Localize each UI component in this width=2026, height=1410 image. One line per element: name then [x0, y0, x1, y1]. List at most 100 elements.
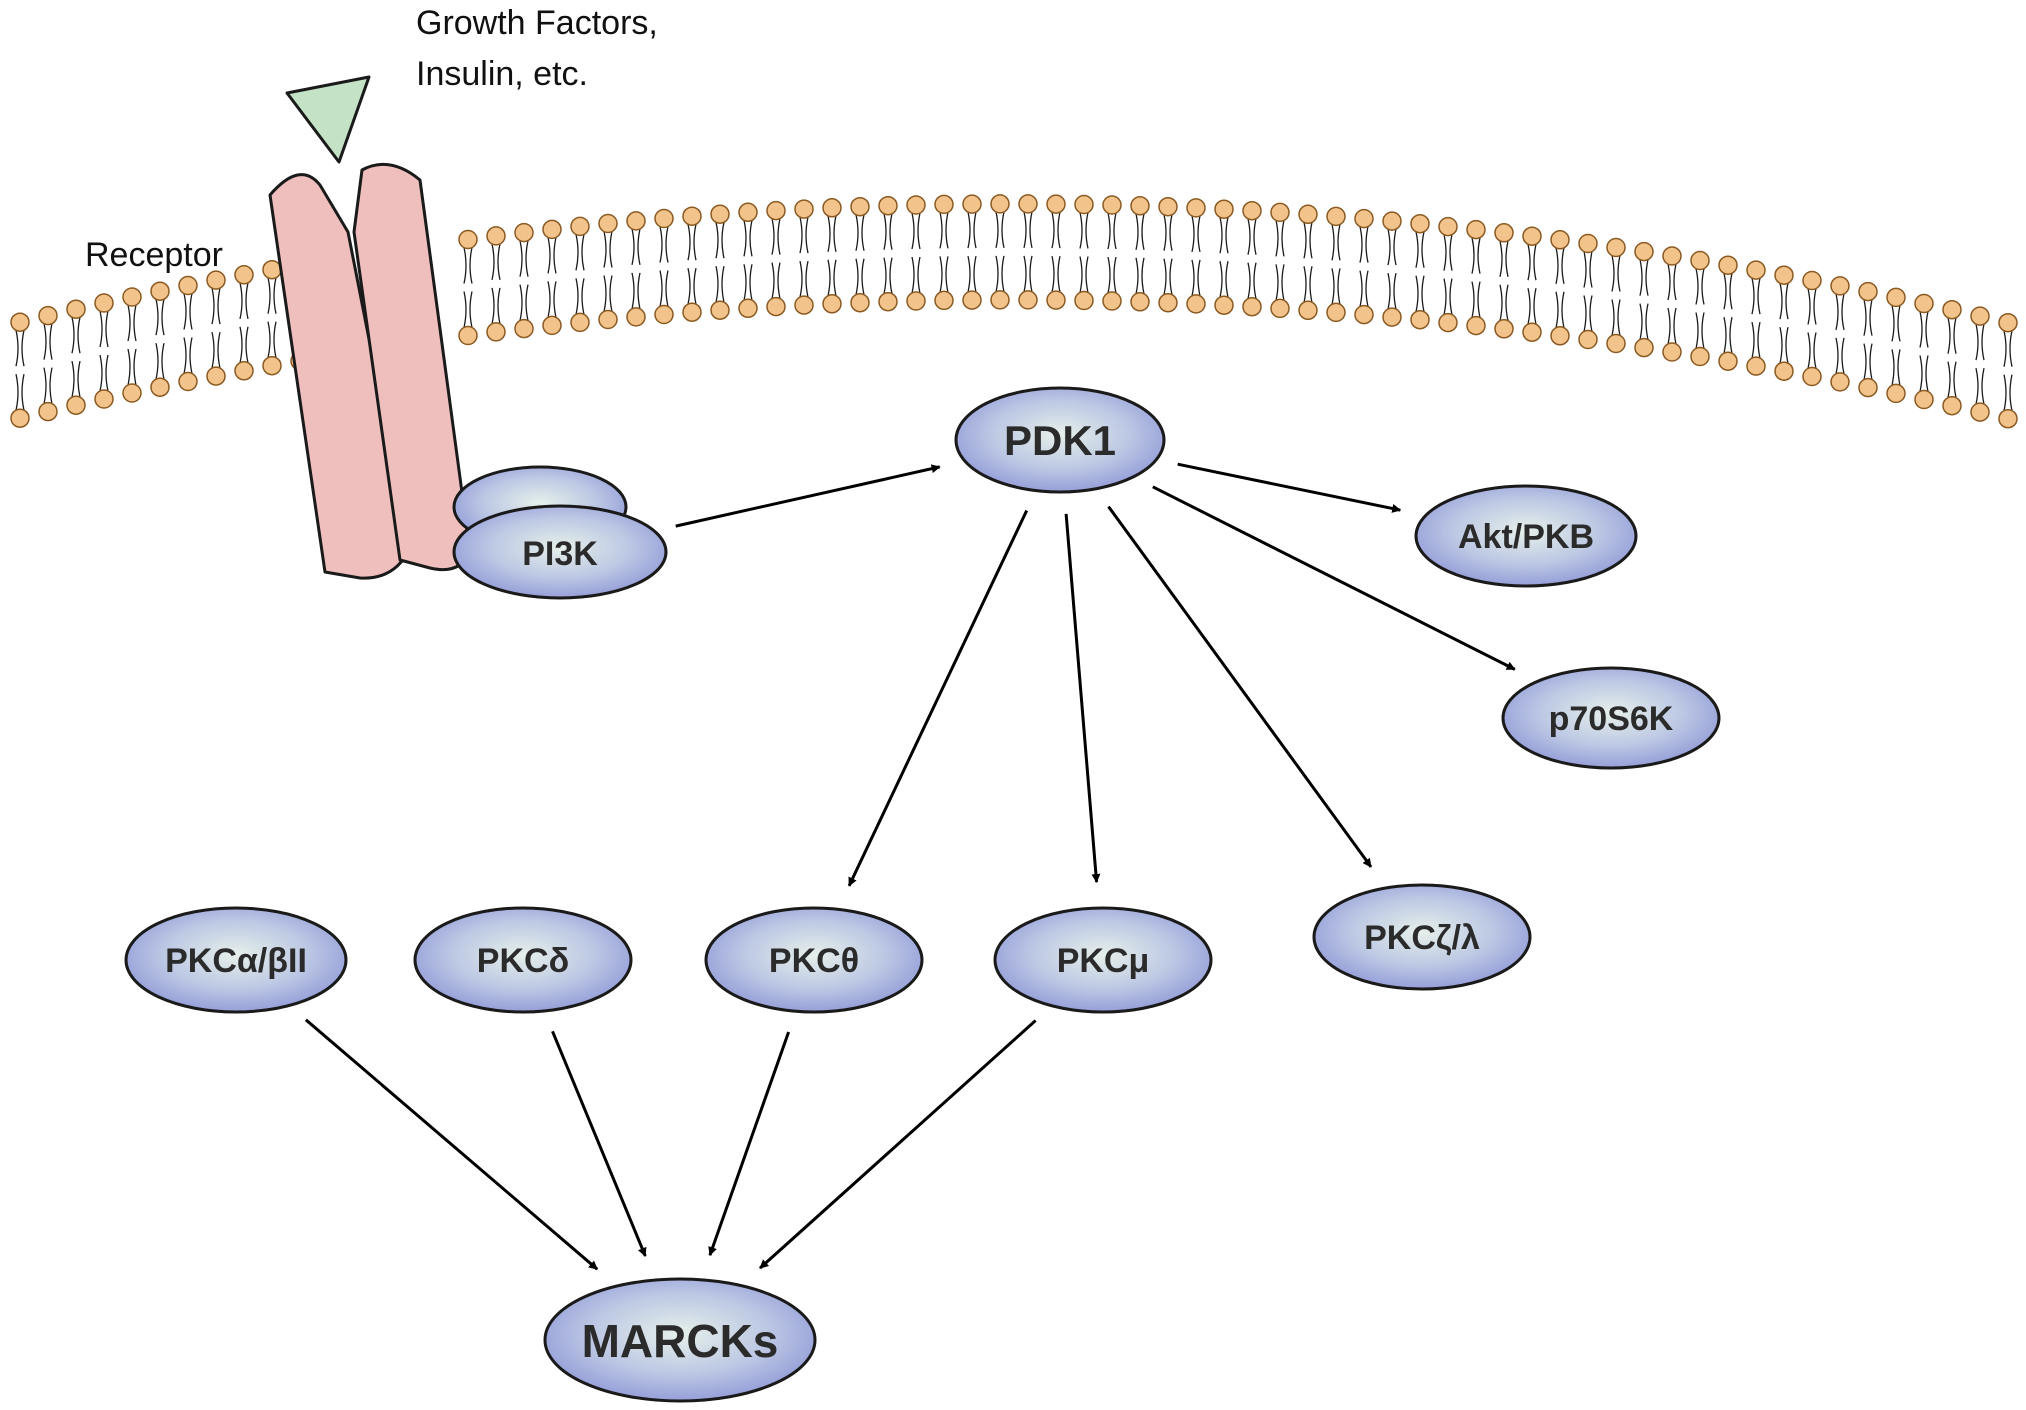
lipid-tail: [1919, 355, 1923, 392]
lipid-tail: [1975, 323, 1979, 361]
lipid-tail: [1191, 215, 1195, 253]
lipid-tail: [99, 310, 103, 348]
lipid-tail: [637, 228, 641, 266]
lipid-head-outer: [486, 226, 506, 246]
lipid-head-inner: [1830, 372, 1850, 392]
lipid-head-outer: [1018, 194, 1038, 214]
lipid-tail: [1253, 218, 1257, 255]
lipid-tail: [1471, 281, 1475, 318]
lipid-tail: [1023, 255, 1027, 293]
lipid-head-outer: [710, 204, 730, 224]
lipid-head-outer: [458, 229, 478, 250]
node-akt: Akt/PKB: [1414, 484, 1638, 588]
lipid-tail: [1303, 266, 1307, 303]
lipid-head-outer: [1466, 219, 1486, 240]
lipid-tail: [939, 256, 943, 293]
lipid-tail: [973, 255, 977, 293]
lipid-head-outer: [1634, 241, 1654, 262]
lipid-tail: [77, 317, 81, 354]
lipid-tail: [1645, 259, 1649, 296]
lipid-head-inner: [822, 294, 842, 314]
lipid-tail: [43, 323, 47, 360]
lipid-tail: [1505, 240, 1509, 277]
lipid-tail: [777, 218, 781, 255]
lipid-tail: [575, 278, 579, 315]
lipid-tail: [799, 216, 803, 254]
lipid-tail: [1785, 327, 1789, 364]
lipid-tail: [1499, 284, 1503, 321]
lipid-tail: [771, 262, 775, 299]
arrow-pdk1-to-pkc_zeta: [1107, 505, 1373, 868]
lipid-tail: [861, 214, 865, 251]
lipid-head-inner: [1130, 292, 1150, 312]
lipid-tail: [1533, 244, 1537, 281]
lipid-head-inner: [206, 366, 226, 386]
lipid-tail: [1107, 256, 1111, 294]
lipid-tail: [1589, 295, 1593, 332]
lipid-head-outer: [1970, 306, 1990, 326]
lipid-tail: [1639, 259, 1643, 296]
lipid-head-inner: [878, 291, 898, 312]
lipid-tail: [1947, 317, 1951, 354]
lipid-tail: [1443, 278, 1447, 315]
lipid-tail: [1085, 212, 1089, 249]
lipid-tail: [1953, 317, 1957, 354]
lipid-head-inner: [1774, 361, 1794, 381]
lipid-head-outer: [1606, 237, 1626, 258]
lipid-head-inner: [682, 302, 702, 322]
lipid-tail: [1281, 264, 1285, 301]
lipid-tail: [1365, 270, 1369, 307]
lipid-tail: [2009, 374, 2013, 411]
ligand-label-line2: Insulin, etc.: [416, 55, 588, 93]
lipid-tail: [1701, 268, 1705, 305]
lipid-tail: [1835, 337, 1839, 375]
lipid-head-outer: [1746, 260, 1766, 280]
lipid-tail: [1365, 226, 1369, 263]
lipid-tail: [161, 343, 165, 380]
lipid-tail: [1841, 337, 1845, 375]
lipid-head-inner: [94, 389, 114, 409]
lipid-head-inner: [10, 408, 30, 428]
lipid-tail: [799, 260, 803, 298]
lipid-tail: [1785, 283, 1789, 320]
lipid-tail: [491, 243, 495, 281]
lipid-tail: [15, 330, 19, 367]
lipid-head-inner: [794, 295, 814, 315]
lipid-head-inner: [1438, 312, 1458, 333]
lipid-tail: [1919, 311, 1923, 348]
lipid-tail: [1841, 293, 1845, 331]
lipid-tail: [631, 228, 635, 266]
lipid-tail: [805, 216, 809, 254]
arrow-pi3k-to-pdk1: [675, 464, 941, 528]
lipid-tail: [1029, 255, 1033, 293]
lipid-tail: [1387, 272, 1391, 310]
lipid-head-inner: [1578, 329, 1598, 350]
lipid-head-outer: [878, 195, 898, 216]
lipid-tail: [1337, 224, 1341, 261]
node-pkc-delta-label: PKCδ: [477, 942, 569, 980]
lipid-tail: [49, 367, 53, 404]
lipid-tail: [133, 348, 137, 386]
lipid-head-outer: [682, 206, 702, 226]
lipid-tail: [1275, 264, 1279, 301]
lipid-tail: [1667, 263, 1671, 301]
lipid-tail: [715, 266, 719, 303]
lipid-head-outer: [1494, 223, 1514, 243]
node-pkc-mu: PKCμ: [993, 906, 1213, 1014]
lipid-tail: [967, 255, 971, 293]
lipid-tail: [827, 259, 831, 296]
lipid-head-outer: [1830, 276, 1850, 296]
lipid-head-outer: [38, 305, 58, 326]
lipid-head-outer: [514, 222, 534, 243]
lipid-head-outer: [262, 259, 282, 280]
lipid-tail: [1247, 218, 1251, 255]
lipid-head-inner: [1634, 337, 1654, 358]
lipid-tail: [1869, 343, 1873, 380]
lipid-tail: [183, 293, 187, 330]
lipid-tail: [827, 215, 831, 252]
lipid-tail: [1561, 291, 1565, 328]
lipid-head-inner: [1690, 346, 1710, 367]
lipid-head-outer: [1102, 195, 1122, 215]
lipid-tail: [1751, 321, 1755, 359]
lipid-head-outer: [1802, 270, 1822, 291]
